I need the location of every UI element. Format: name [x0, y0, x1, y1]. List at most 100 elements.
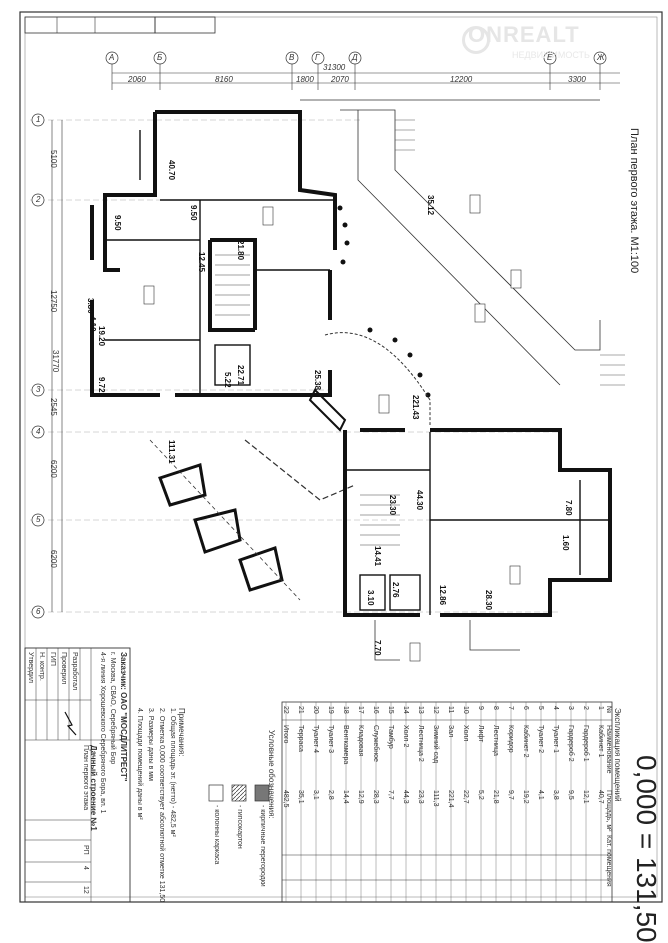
explication-row-area: 2,8 — [327, 790, 334, 800]
explication-row-area: 3,1 — [312, 790, 319, 800]
room-area-label: 23.30 — [388, 495, 397, 516]
room-area-label: 5.22 — [223, 372, 232, 388]
explication-row-area: 221,4 — [447, 790, 454, 808]
top-dimension-label: 8160 — [215, 75, 233, 84]
title-block-frame — [24, 647, 131, 903]
explication-row-number: 16 — [372, 706, 379, 714]
total-dimension-vertical: 31770 — [51, 350, 60, 373]
room-area-label: 9.50 — [189, 205, 198, 221]
explication-row-number: 18 — [342, 706, 349, 714]
plan-title: План первого этажа. М1:100 — [628, 128, 640, 274]
title-sheets: 12 — [82, 886, 89, 894]
explication-column-header: № — [605, 706, 612, 714]
axis-letter-label: Ж — [597, 53, 605, 62]
explication-row-name: Гардероб 1 — [582, 725, 589, 762]
explication-row-name: Тамбур — [387, 725, 394, 749]
explication-row-number: 9 — [477, 706, 484, 710]
title-sheet: 4 — [82, 866, 89, 870]
room-area-label: 221.43 — [411, 395, 420, 420]
explication-row-area: 12,9 — [357, 790, 364, 804]
room-area-label: 3.10 — [366, 590, 375, 606]
total-dimension: 31300 — [323, 63, 346, 72]
explication-title: Экспликация помещений — [613, 708, 622, 802]
axis-number-label: 3 — [36, 385, 41, 394]
left-dimension-label: 6200 — [49, 460, 58, 478]
explication-row-area: 19,2 — [522, 790, 529, 804]
axis-number-label: 1 — [36, 115, 41, 124]
explication-row-name: Итого — [282, 725, 289, 744]
axis-letter-label: Е — [547, 53, 553, 62]
explication-row-area: 28,3 — [372, 790, 379, 804]
left-dimension-label: 12750 — [49, 290, 58, 313]
explication-row-area: 35,1 — [297, 790, 304, 804]
explication-row-name: Кабинет 1 — [597, 725, 604, 758]
explication-row-area: 482,5 — [282, 790, 289, 808]
elevation-label: 0,000 = 131,50 — [631, 755, 662, 943]
explication-column-header: Наименование — [605, 725, 612, 774]
room-area-label: 28.30 — [484, 590, 493, 611]
room-area-label: 12.45 — [197, 252, 206, 273]
top-dimension-label: 2060 — [128, 75, 146, 84]
explication-row-number: 22 — [282, 706, 289, 714]
room-area-label: 40.70 — [167, 160, 176, 181]
room-area-label: 19.20 — [97, 326, 106, 347]
explication-row-area: 14,4 — [342, 790, 349, 804]
top-dimension-label: 12200 — [450, 75, 473, 84]
room-area-label: 14.41 — [373, 546, 382, 567]
explication-row-number: 1 — [597, 706, 604, 710]
explication-row-number: 7 — [507, 706, 514, 710]
title-role: Проверил — [60, 652, 67, 685]
explication-row-name: Лестница — [492, 725, 499, 756]
explication-row-name: Туалет 2 — [537, 725, 544, 753]
legend-item: - кирпичные перегородки — [259, 805, 266, 887]
axis-letter-label: В — [289, 53, 295, 62]
explication-row-number: 20 — [312, 706, 319, 714]
axis-number-label: 4 — [36, 427, 41, 436]
explication-row-area: 40,7 — [597, 790, 604, 804]
explication-row-area: 9,7 — [507, 790, 514, 800]
explication-row-number: 8 — [492, 706, 499, 710]
room-area-label: 7.80 — [564, 500, 573, 516]
room-area-label: 2.76 — [391, 582, 400, 598]
room-area-label: 3.80 — [86, 298, 95, 314]
explication-row-number: 10 — [462, 706, 469, 714]
axis-letter-label: А — [109, 53, 115, 62]
top-dimension-label: 2070 — [331, 75, 349, 84]
explication-row-number: 5 — [537, 706, 544, 710]
explication-row-area: 23,3 — [417, 790, 424, 804]
explication-row-name: Служебное — [372, 725, 379, 762]
watermark-name: ONREALT — [468, 22, 580, 47]
explication-row-name: Холл 2 — [402, 725, 409, 748]
signature-mark — [64, 711, 77, 736]
explication-row-number: 12 — [432, 706, 439, 714]
room-area-label: 25.38 — [313, 370, 322, 391]
left-dimension-label: 5100 — [49, 150, 58, 168]
room-area-label: 111.31 — [167, 440, 176, 464]
room-area-label: 1.60 — [561, 535, 570, 551]
explication-row-name: Кладовая — [357, 725, 364, 757]
remark-line: 4. Площади помещений даны в м² — [136, 708, 143, 820]
explication-row-number: 11 — [447, 706, 454, 714]
explication-row-name: Холл — [462, 725, 469, 742]
remark-line: 3. Размеры даны в мм — [147, 708, 154, 781]
explication-row-number: 6 — [522, 706, 529, 710]
explication-row-name: Зимний сад — [432, 725, 439, 764]
room-area-label: 9.50 — [113, 215, 122, 231]
explication-row-name: Лестница 2 — [417, 725, 424, 762]
room-area-label: 22.71 — [236, 365, 245, 386]
explication-row-name: Зал — [447, 725, 454, 738]
title-role: Утвердил — [27, 652, 34, 683]
explication-table-frame — [281, 701, 613, 903]
explication-row-name: Венткамера — [342, 725, 349, 765]
title-address: г. Москва, СВАО, Серебряный Бор — [109, 652, 116, 765]
remarks-heading: Примечания: — [177, 708, 186, 757]
explication-row-name: Туалет 3 — [327, 725, 334, 753]
explication-row-name: Лифт — [477, 725, 484, 743]
explication-row-name: Терраса — [297, 725, 304, 752]
room-area-label: 21.80 — [236, 240, 245, 261]
room-area-label: 4.10 — [88, 316, 97, 332]
explication-row-number: 2 — [582, 706, 589, 710]
explication-row-area: 7,7 — [387, 790, 394, 800]
explication-row-area: 3,8 — [552, 790, 559, 800]
